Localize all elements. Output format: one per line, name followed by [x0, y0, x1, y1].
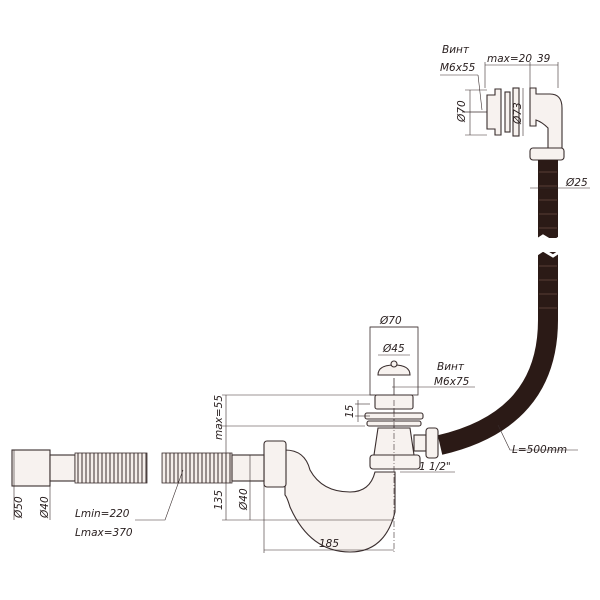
overflow-washer: [504, 91, 511, 133]
drain-screw-size: M6x75: [434, 376, 470, 388]
overflow-cover-diameter: Ø70: [456, 100, 468, 123]
drain-side-outlet: [413, 434, 427, 452]
drain-screw-label: Винт: [437, 361, 465, 373]
outlet-min-length: Lmin=220: [75, 508, 130, 520]
thread-size-label: 1 1/2": [419, 461, 451, 473]
drain-assembly: [364, 326, 439, 470]
overflow-assembly: [462, 87, 565, 161]
overflow-screw-size: M6x55: [440, 62, 476, 74]
hose-ribs: [539, 171, 557, 309]
overflow-flange-diameter: Ø73: [512, 102, 524, 125]
hose-nut: [425, 427, 439, 459]
overflow-elbow: [529, 87, 563, 149]
overflow-nut: [529, 147, 565, 161]
corrugated-section: [74, 452, 148, 484]
hose-break-mark: [536, 234, 560, 258]
s-trap: [284, 449, 396, 553]
outlet-max-length: Lmax=370: [75, 527, 133, 539]
overflow-depth: 39: [537, 53, 551, 65]
hose-length-label: L=500mm: [512, 444, 567, 456]
outlet-inner-diameter: Ø40: [39, 496, 51, 519]
outlet-outer-diameter: Ø50: [13, 496, 25, 519]
overflow-gasket: [512, 87, 520, 137]
overflow-cover: [486, 88, 502, 136]
corrugated-section: [161, 452, 233, 484]
overflow-screw-label: Винт: [442, 44, 470, 56]
drain-plug-diameter: Ø45: [382, 343, 405, 355]
hose-diameter: Ø25: [565, 177, 588, 189]
dimension-lines: [13, 62, 590, 553]
trap-outlet-diameter: Ø40: [238, 488, 250, 511]
flexible-hose: [437, 160, 558, 455]
outlet-hose-end: [11, 449, 51, 487]
drain-outer-diameter: Ø70: [379, 315, 402, 327]
trap-nut: [263, 440, 287, 488]
max-thickness-label: max=55: [213, 395, 225, 440]
plug-height-label: 15: [344, 404, 356, 418]
drain-nut: [369, 454, 421, 470]
overflow-max-gap: max=20: [487, 53, 532, 65]
outlet-hose: [11, 449, 265, 487]
trap-height-label: 135: [213, 490, 225, 510]
trap-width-label: 185: [319, 538, 339, 550]
